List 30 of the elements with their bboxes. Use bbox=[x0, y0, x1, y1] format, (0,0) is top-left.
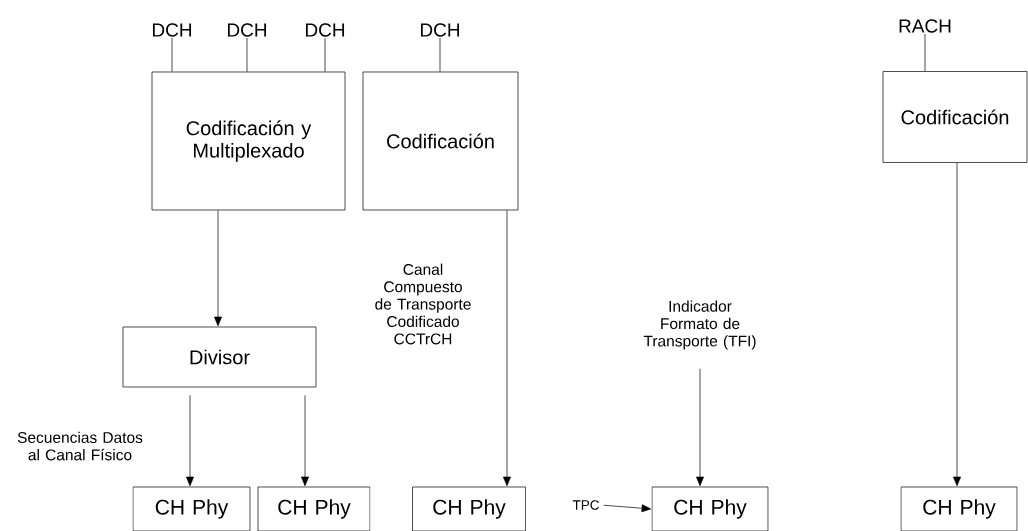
arrow bbox=[696, 368, 704, 487]
connector-line bbox=[171, 37, 173, 72]
connector-line bbox=[246, 37, 248, 72]
annotation-text: Canal Compuesto de Transporte Codificado CCTrCH bbox=[375, 263, 471, 345]
indicator-label: Indicador Formato de Transporte (TFI) bbox=[643, 300, 756, 350]
process-box: Divisor bbox=[122, 326, 317, 388]
connector-line bbox=[924, 33, 926, 72]
channel-label: DCH bbox=[306, 23, 345, 37]
channel-label: RACH bbox=[899, 19, 951, 33]
channel-label: DCH bbox=[228, 23, 267, 37]
process-box: Codificación y Multiplexado bbox=[151, 71, 346, 211]
process-box: Codificación bbox=[882, 71, 1028, 163]
arrow bbox=[503, 210, 511, 487]
process-box: Codificación bbox=[362, 71, 519, 211]
process-box: CH Phy bbox=[257, 486, 371, 531]
channel-label: DCH bbox=[152, 23, 192, 37]
connector-line bbox=[439, 37, 441, 72]
signal-label: TPC bbox=[572, 500, 599, 510]
connector-line bbox=[324, 37, 326, 72]
arrow bbox=[603, 504, 652, 513]
arrow bbox=[186, 395, 194, 487]
process-box: CH Phy bbox=[900, 486, 1018, 531]
process-box: CH Phy bbox=[412, 486, 526, 531]
annotation-text: Secuencias Datos al Canal Físico bbox=[17, 431, 143, 461]
arrow bbox=[953, 162, 961, 487]
channel-label: DCH bbox=[421, 23, 460, 37]
process-box: CH Phy bbox=[651, 486, 769, 531]
arrow bbox=[301, 395, 309, 487]
arrow bbox=[214, 210, 222, 327]
process-box: CH Phy bbox=[132, 486, 251, 531]
